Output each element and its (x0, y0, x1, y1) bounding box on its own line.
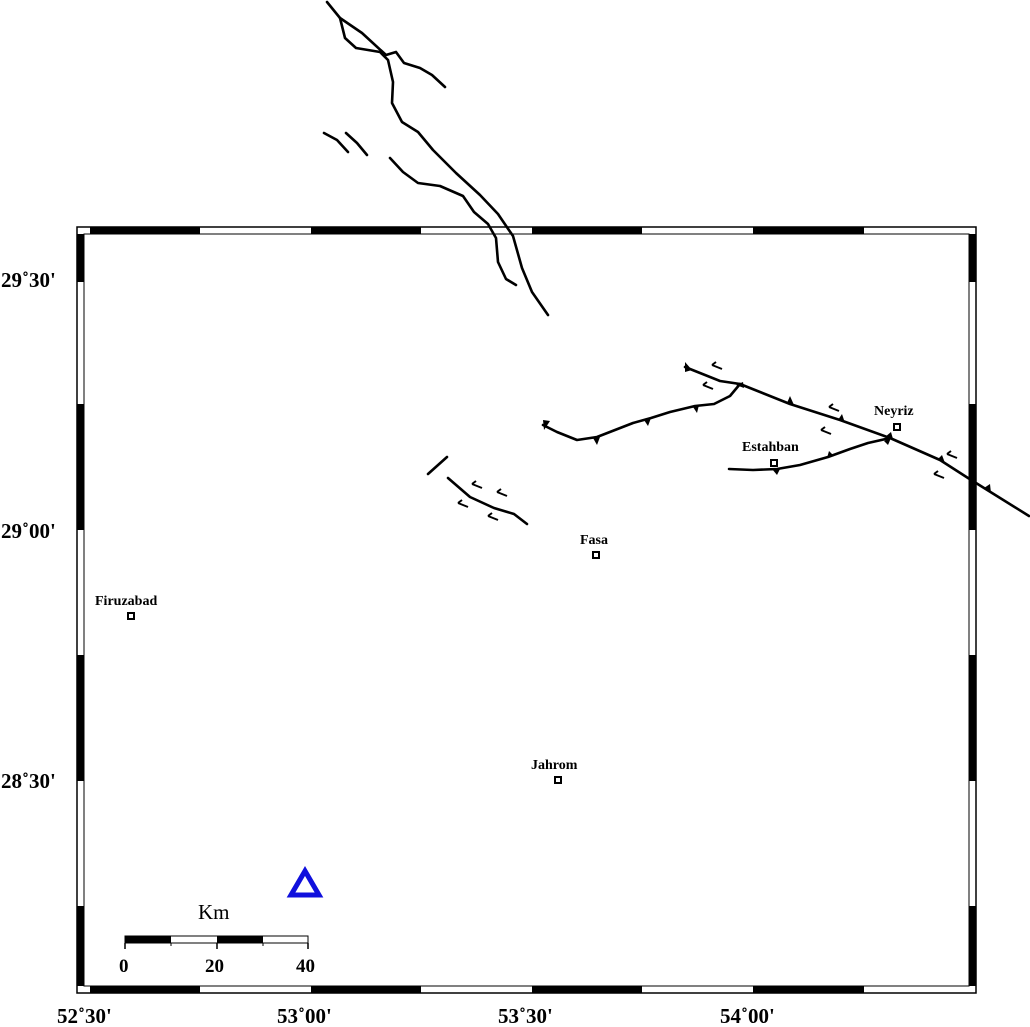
city-label: Jahrom (531, 758, 578, 773)
city-marker-icon (554, 776, 562, 784)
longitude-labels: 52˚30' 53˚00' 53˚30' 54˚00' (57, 1004, 775, 1027)
city-marker-icon (770, 459, 778, 467)
fault-fasa-2 (446, 476, 529, 526)
thrust-tooth (938, 455, 945, 463)
lon-label: 53˚30' (498, 1004, 553, 1027)
frame-tick-top (753, 227, 864, 234)
slip-arrow (711, 361, 723, 370)
slip-arrow (457, 499, 469, 508)
thrust-tooth (685, 362, 692, 372)
frame-tick-right (969, 655, 976, 781)
fault-nw-2 (338, 16, 447, 89)
city-label: Firuzabad (95, 594, 157, 609)
frame-tick-bottom (90, 986, 200, 993)
thrust-tooth (644, 418, 651, 426)
city-estahban: Estahban (742, 440, 799, 467)
slip-arrows (457, 361, 958, 521)
fault-nw-5 (344, 131, 369, 157)
frame-tick-bottom (532, 986, 642, 993)
slip-arrow (828, 403, 840, 412)
city-marker-icon (127, 612, 135, 620)
map-frame (76, 226, 977, 994)
thrust-tooth (593, 437, 600, 445)
frame-tick-left (77, 655, 84, 781)
lat-label: 28˚30' (1, 769, 56, 793)
lat-label: 29˚30' (1, 268, 56, 292)
thrust-tooth (772, 469, 780, 475)
frame-outer (76, 226, 977, 994)
fault-thrust-estahban (727, 436, 892, 472)
scale-label: 20 (205, 956, 224, 977)
thrust-tooth (736, 382, 744, 388)
scale-label: 0 (119, 956, 129, 977)
slip-arrow (496, 488, 508, 497)
frame-tick-top (532, 227, 642, 234)
thrust-tooth (984, 484, 991, 493)
fault-fasa-1 (426, 455, 449, 476)
city-firuzabad: Firuzabad (95, 594, 157, 620)
frame-tick-left (77, 234, 84, 282)
frame-tick-right (969, 906, 976, 986)
slip-arrow (487, 512, 499, 521)
scale-segment-black (217, 936, 263, 943)
thrust-tooth (543, 420, 550, 430)
frame-tick-top (311, 227, 421, 234)
latitude-labels: 29˚30' 29˚00' 28˚30' (1, 268, 56, 793)
fault-nw-4 (322, 131, 350, 154)
thrust-tooth (693, 405, 699, 413)
frame-tick-bottom (753, 986, 864, 993)
slip-arrow (471, 480, 483, 489)
frame-tick-right (969, 404, 976, 530)
thrust-teeth (543, 362, 991, 493)
fault-nw-3 (388, 156, 518, 287)
scale-label: 40 (296, 956, 315, 977)
fault-nw-1 (325, 0, 550, 317)
frame-tick-top (90, 227, 200, 234)
thrust-tooth (838, 414, 845, 423)
slip-arrow (702, 381, 714, 390)
station-triangle-icon (286, 866, 324, 898)
frame-tick-bottom (311, 986, 421, 993)
city-label: Fasa (580, 533, 608, 548)
thrust-tooth (885, 432, 893, 439)
thrust-tooth (787, 396, 794, 405)
scale-title: Km (198, 900, 230, 924)
lon-label: 53˚00' (277, 1004, 332, 1027)
lat-label: 29˚00' (1, 519, 56, 543)
thrust-tooth (827, 451, 834, 458)
city-neyriz: Neyriz (874, 404, 914, 431)
cities: Firuzabad Fasa Jahrom Estahban Neyriz (95, 404, 914, 784)
scale-bar: Km 0 20 40 (119, 900, 315, 977)
frame-tick-left (77, 404, 84, 530)
lon-label: 54˚00' (720, 1004, 775, 1027)
fault-lines (322, 0, 1030, 526)
city-marker-icon (893, 423, 901, 431)
city-label: Neyriz (874, 404, 914, 419)
city-label: Estahban (742, 440, 799, 455)
thrust-tooth (884, 438, 891, 445)
scale-segment-black (125, 936, 171, 943)
fault-thrust-west (541, 382, 742, 442)
frame-tick-right (969, 234, 976, 282)
slip-arrow (820, 426, 832, 435)
city-fasa: Fasa (580, 533, 608, 559)
frame-tick-left (77, 906, 84, 986)
city-jahrom: Jahrom (531, 758, 578, 784)
city-marker-icon (592, 551, 600, 559)
slip-arrow (933, 470, 945, 479)
frame-inner (83, 233, 970, 987)
lon-label: 52˚30' (57, 1004, 112, 1027)
slip-arrow (946, 450, 958, 459)
